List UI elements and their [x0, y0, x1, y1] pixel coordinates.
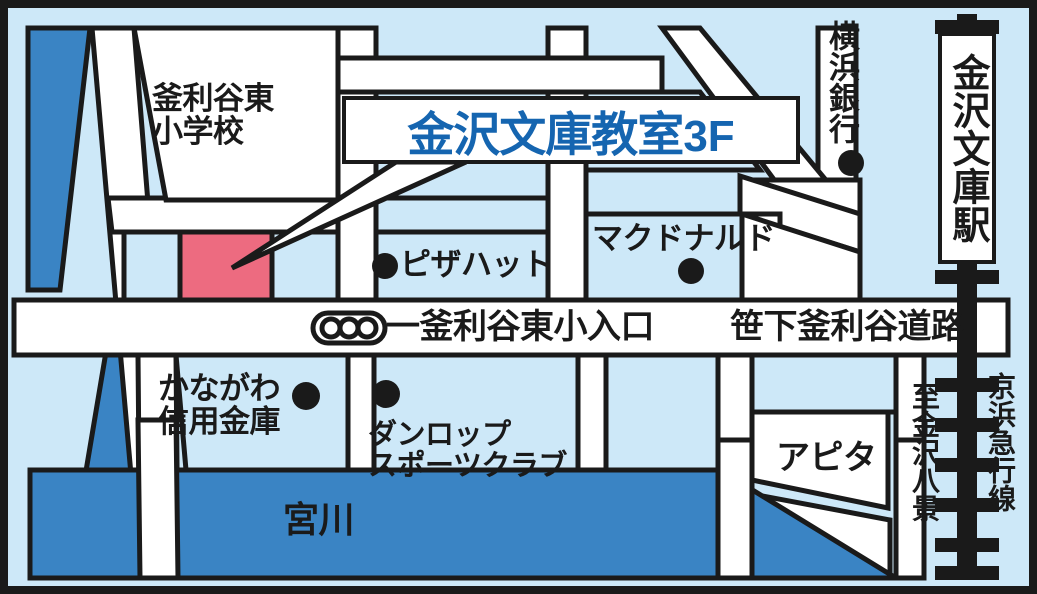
label-to-kanazawa-hakkei: 至金沢八景 [909, 382, 940, 522]
landmark-dot-icon-kanagawa-shinkin [292, 382, 320, 410]
landmark-dot-icon-dunlop [372, 380, 400, 408]
road-vert-d-over-river [135, 417, 181, 581]
label-yokohama-bank: 横浜銀行 [824, 20, 859, 144]
block-pizza-hut [373, 229, 551, 303]
traffic-signal-icon [310, 310, 388, 346]
block-right-of-apita [749, 352, 899, 415]
label-miyagawa-river: 宮川 [283, 499, 355, 540]
river-branch-upper [25, 25, 93, 293]
road-vert-f [575, 352, 609, 473]
block-mcdonalds [583, 211, 745, 303]
block-between-dunlop [603, 352, 721, 473]
station-label: 金沢文庫駅 [946, 53, 988, 243]
label-intersection: 一釜利谷東小入口 [386, 308, 655, 346]
callout-kanazawa-bunko-classroom[interactable]: 金沢文庫教室3F [342, 96, 800, 164]
label-keikyu-line: 京浜急行線 [985, 372, 1016, 512]
callout-suffix-text: 3F [683, 111, 735, 161]
road-vert-g-over-river [715, 437, 755, 581]
station-kanazawa-bunko[interactable]: 金沢文庫駅 [938, 32, 996, 264]
label-sasage-road: 笹下釜利谷道路 [730, 308, 965, 346]
landmark-dot-icon-pizza-hut [372, 253, 398, 279]
block-under-school-left [121, 229, 183, 303]
road-vert-h-over-river [893, 437, 927, 581]
label-apita: アピタ [776, 439, 877, 477]
label-dunlop: ダンロップ スポーツクラブ [368, 419, 567, 483]
callout-main-text: 金沢文庫教室 [407, 107, 684, 161]
block-highlight [177, 229, 275, 303]
landmark-dot-icon-mcdonalds [678, 258, 704, 284]
block-dunlop [371, 352, 581, 473]
label-mcdonalds: マクドナルド [592, 221, 776, 256]
label-kanagawa-shinkin: かながわ 信用金庫 [158, 371, 281, 440]
road-horiz-top [335, 55, 665, 95]
label-school: 釜利谷東 小学校 [152, 81, 275, 150]
callout-text: 金沢文庫教室3F [407, 96, 734, 165]
label-pizza-hut: ピザハット [400, 247, 553, 282]
landmark-dot-icon-yokohama-bank [838, 150, 864, 176]
